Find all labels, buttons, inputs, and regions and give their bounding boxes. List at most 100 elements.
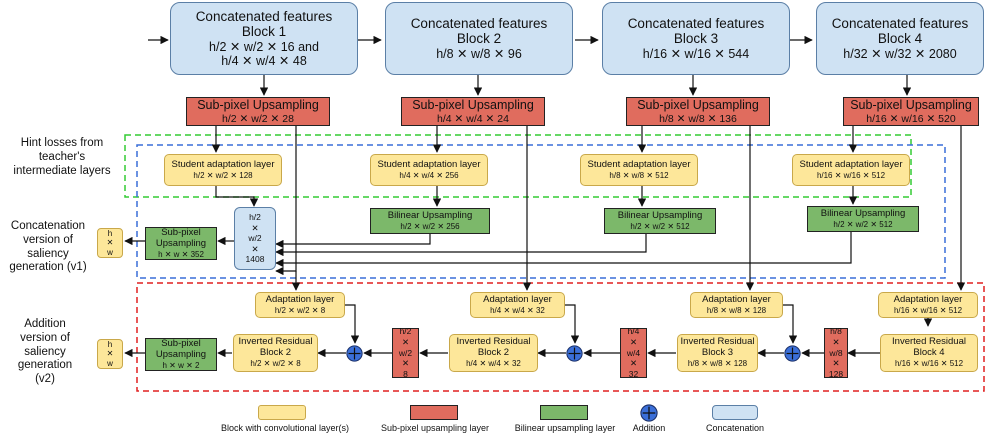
output-dim: h <box>107 228 113 238</box>
tensor-dim: h/8 <box>830 326 842 337</box>
tensor-dim: ✕ <box>832 358 840 369</box>
bilinear-upsampling-2: Bilinear Upsampling h/2 ✕ w/2 ✕ 512 <box>604 208 716 234</box>
tensor-dim: ✕ <box>251 243 259 254</box>
v1-subpixel-label: Sub-pixel <box>161 226 201 238</box>
tensor-dim: ✕ <box>832 337 840 348</box>
tensor-dim: ✕ <box>629 337 638 348</box>
output-dim: w <box>107 358 113 368</box>
subpixel-tensor-2: h/4 ✕ w/4 ✕ 32 <box>620 326 647 379</box>
inverted-dims: h/2 ✕ w/2 ✕ 8 <box>250 359 301 369</box>
subpixel-dims: h/16 ✕ w/16 ✕ 520 <box>866 112 956 125</box>
tensor-dim: 8 <box>403 368 408 379</box>
v1-line: saliency <box>27 247 69 260</box>
tensor-dim: h/4 <box>627 326 640 337</box>
v1-output: h ✕ w <box>97 228 123 258</box>
subpixel-label: Sub-pixel Upsampling <box>197 98 319 113</box>
adaptation-layer-4: Adaptation layer h/16 ✕ w/16 ✕ 512 <box>878 292 978 318</box>
adaptation-label: Adaptation layer <box>265 293 335 305</box>
v2-line: generation <box>17 359 73 372</box>
student-adaptation-layer-3: Student adaptation layer h/8 ✕ w/8 ✕ 512 <box>580 154 698 186</box>
tensor-dim: 32 <box>628 368 639 379</box>
v1-region <box>136 144 946 279</box>
concat-block-label: Block 1 <box>241 24 287 40</box>
subpixel-upsampling-4: Sub-pixel Upsampling h/16 ✕ w/16 ✕ 520 <box>843 97 979 126</box>
student-label: Student adaptation layer <box>171 158 275 170</box>
adaptation-layer-1: Adaptation layer h/2 ✕ w/2 ✕ 8 <box>255 292 345 318</box>
adaptation-dims: h/16 ✕ w/16 ✕ 512 <box>893 305 963 315</box>
tensor-dim: ✕ <box>401 337 410 348</box>
v2-line: Addition <box>24 318 66 330</box>
bilinear-label: Bilinear Upsampling <box>820 207 906 219</box>
student-adaptation-layer-4: Student adaptation layer h/16 ✕ w/16 ✕ 5… <box>792 154 910 186</box>
v1-subpixel-upsampling: Sub-pixel Upsampling h ✕ w ✕ 352 <box>145 227 217 260</box>
adaptation-layer-2: Adaptation layer h/4 ✕ w/4 ✕ 32 <box>470 292 565 318</box>
student-label: Student adaptation layer <box>799 158 903 170</box>
adaptation-dims: h/2 ✕ w/2 ✕ 8 <box>274 305 326 315</box>
adaptation-dims: h/4 ✕ w/4 ✕ 32 <box>490 305 545 315</box>
v1-subpixel-dims: h ✕ w ✕ 352 <box>158 249 204 259</box>
v2-subpixel-label: Upsampling <box>155 348 207 360</box>
addition-icon <box>346 345 363 362</box>
hint-line: Hint losses from <box>20 137 104 149</box>
concat-dims: h/32 ✕ w/32 ✕ 2080 <box>843 46 957 61</box>
bilinear-upsampling-1: Bilinear Upsampling h/2 ✕ w/2 ✕ 256 <box>370 208 490 234</box>
student-dims: h/8 ✕ w/8 ✕ 512 <box>609 170 669 180</box>
addition-icon <box>566 345 583 362</box>
concat-block-4: Concatenated features Block 4 h/32 ✕ w/3… <box>816 2 984 75</box>
tensor-dim: h/2 <box>399 326 412 337</box>
concat-dims: h/4 ✕ w/4 ✕ 48 <box>221 54 307 69</box>
v1-label: Concatenation version of saliency genera… <box>0 220 96 275</box>
concat-block-1: Concatenated features Block 1 h/2 ✕ w/2 … <box>170 2 358 75</box>
inverted-residual-block-2: Inverted Residual Block 2 h/4 ✕ w/4 ✕ 32 <box>449 334 538 372</box>
legend-bilinear-label: Bilinear upsampling layer <box>514 423 616 433</box>
legend-addition-label: Addition <box>632 423 666 433</box>
inverted-label: Block 4 <box>913 347 945 359</box>
tensor-dim: w/8 <box>829 347 843 358</box>
legend-subpixel-swatch <box>410 405 458 420</box>
subpixel-upsampling-3: Sub-pixel Upsampling h/8 ✕ w/8 ✕ 136 <box>626 97 770 126</box>
legend-concat-swatch <box>712 405 758 420</box>
tensor-dim: w/2 <box>398 347 413 358</box>
student-label: Student adaptation layer <box>587 158 691 170</box>
v2-subpixel-label: Sub-pixel <box>161 337 201 349</box>
v2-output: h ✕ w <box>97 339 123 369</box>
inverted-dims: h/4 ✕ w/4 ✕ 32 <box>466 359 521 369</box>
subpixel-tensor-3: h/8 ✕ w/8 ✕ 128 <box>824 326 848 379</box>
subpixel-dims: h/2 ✕ w/2 ✕ 28 <box>222 112 294 125</box>
v2-label: Addition version of saliency generation … <box>0 318 90 387</box>
inverted-label: Inverted Residual <box>238 336 313 348</box>
subpixel-label: Sub-pixel Upsampling <box>412 98 534 113</box>
v2-line: version of <box>20 331 70 344</box>
legend-conv-swatch <box>258 405 306 420</box>
tensor-dim: ✕ <box>251 222 259 233</box>
adaptation-layer-3: Adaptation layer h/8 ✕ w/8 ✕ 128 <box>690 292 783 318</box>
inverted-residual-block-3: Inverted Residual Block 3 h/8 ✕ w/8 ✕ 12… <box>677 334 758 372</box>
concat-block-label: Block 4 <box>877 31 923 47</box>
bilinear-label: Bilinear Upsampling <box>387 209 473 221</box>
student-dims: h/4 ✕ w/4 ✕ 256 <box>399 170 459 180</box>
bilinear-label: Bilinear Upsampling <box>617 209 703 221</box>
inverted-label: Block 3 <box>701 347 734 359</box>
inverted-residual-block-1: Inverted Residual Block 2 h/2 ✕ w/2 ✕ 8 <box>233 334 318 372</box>
tensor-dim: h/2 <box>249 211 261 222</box>
bilinear-dims: h/2 ✕ w/2 ✕ 512 <box>833 219 893 229</box>
tensor-dim: w/2 <box>248 233 262 244</box>
tensor-dim: 128 <box>828 368 844 379</box>
v2-line: (v2) <box>35 373 55 386</box>
student-adaptation-layer-1: Student adaptation layer h/2 ✕ w/2 ✕ 128 <box>164 154 282 186</box>
inverted-dims: h/16 ✕ w/16 ✕ 512 <box>894 359 964 369</box>
hint-loss-region <box>124 134 912 198</box>
v1-line: version of <box>23 233 73 246</box>
student-dims: h/2 ✕ w/2 ✕ 128 <box>193 170 253 180</box>
inverted-label: Block 2 <box>259 347 292 359</box>
concat-block-3: Concatenated features Block 3 h/16 ✕ w/1… <box>602 2 790 75</box>
legend-conv-label: Block with convolutional layer(s) <box>220 423 350 433</box>
tensor-dim: w/4 <box>626 347 641 358</box>
concat-title: Concatenated features <box>195 8 333 24</box>
v1-subpixel-label: Upsampling <box>155 237 207 249</box>
student-dims: h/16 ✕ w/16 ✕ 512 <box>816 170 886 180</box>
v1-line: Concatenation <box>10 220 86 232</box>
concat-block-2: Concatenated features Block 2 h/8 ✕ w/8 … <box>385 2 573 75</box>
